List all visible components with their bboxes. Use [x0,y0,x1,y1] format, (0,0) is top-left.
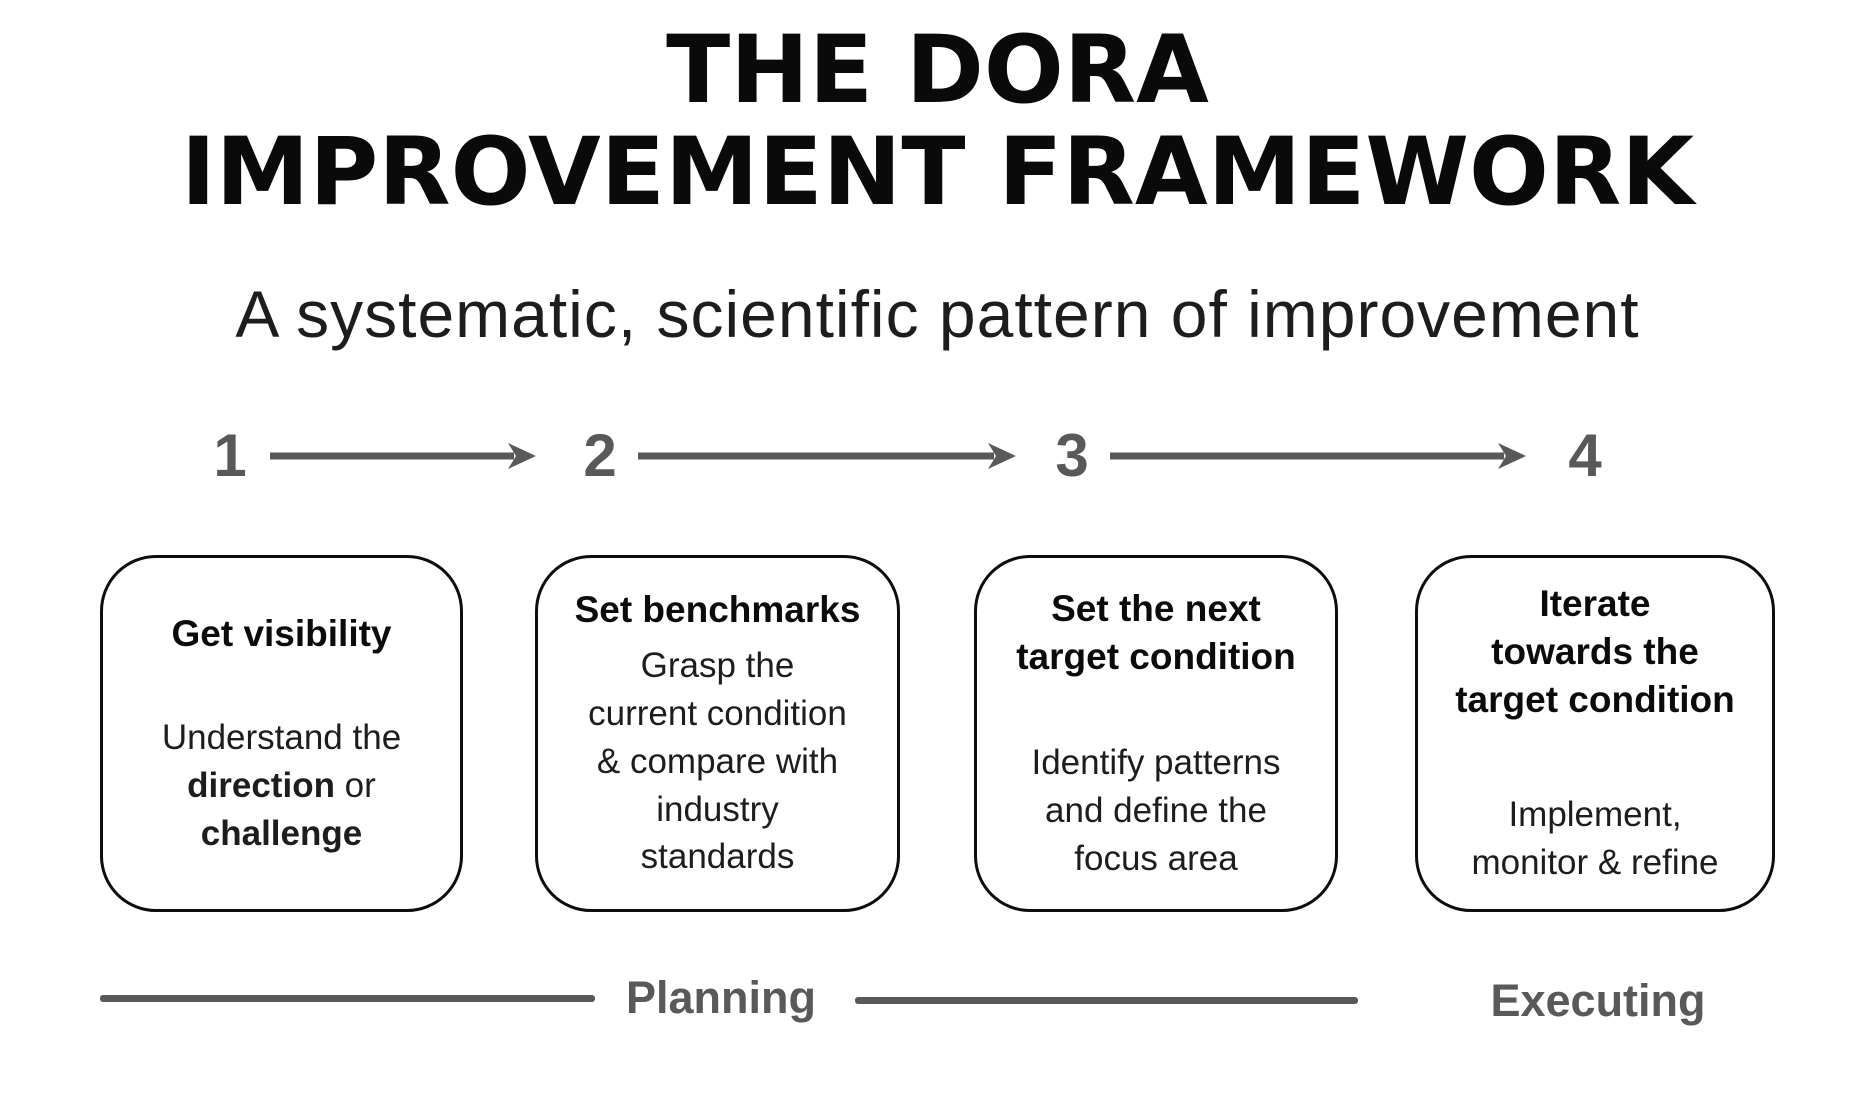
planning-line-left [100,995,595,1002]
subtitle: A systematic, scientific pattern of impr… [235,277,1640,351]
card-spacer [554,634,881,642]
step-card-heading: Get visibility [171,612,392,654]
arrow-right-icon [1110,443,1526,469]
page-title-line-2: IMPROVEMENT FRAMEWORK [180,118,1695,228]
step-number-2: 2 [583,422,617,489]
page-title: THE DORA IMPROVEMENT FRAMEWORK [0,16,1875,228]
step-number-1: 1 [213,422,247,489]
page-title-line-1: THE DORA [666,16,1209,125]
card-spacer [993,681,1319,739]
arrow-right-icon [638,443,1016,469]
card-spacer [119,658,444,714]
phase-label-executing: Executing [1490,975,1706,1026]
planning-line-right [855,997,1358,1004]
step-number-4: 4 [1568,422,1602,489]
step-number-3: 3 [1055,422,1089,489]
step-card-body: Implement,monitor & refine [1471,795,1719,883]
card-spacer [1434,724,1756,791]
arrow-right-icon [270,443,536,469]
phase-label-planning: Planning [626,972,816,1023]
step-card-heading: Set benchmarks [574,588,861,630]
